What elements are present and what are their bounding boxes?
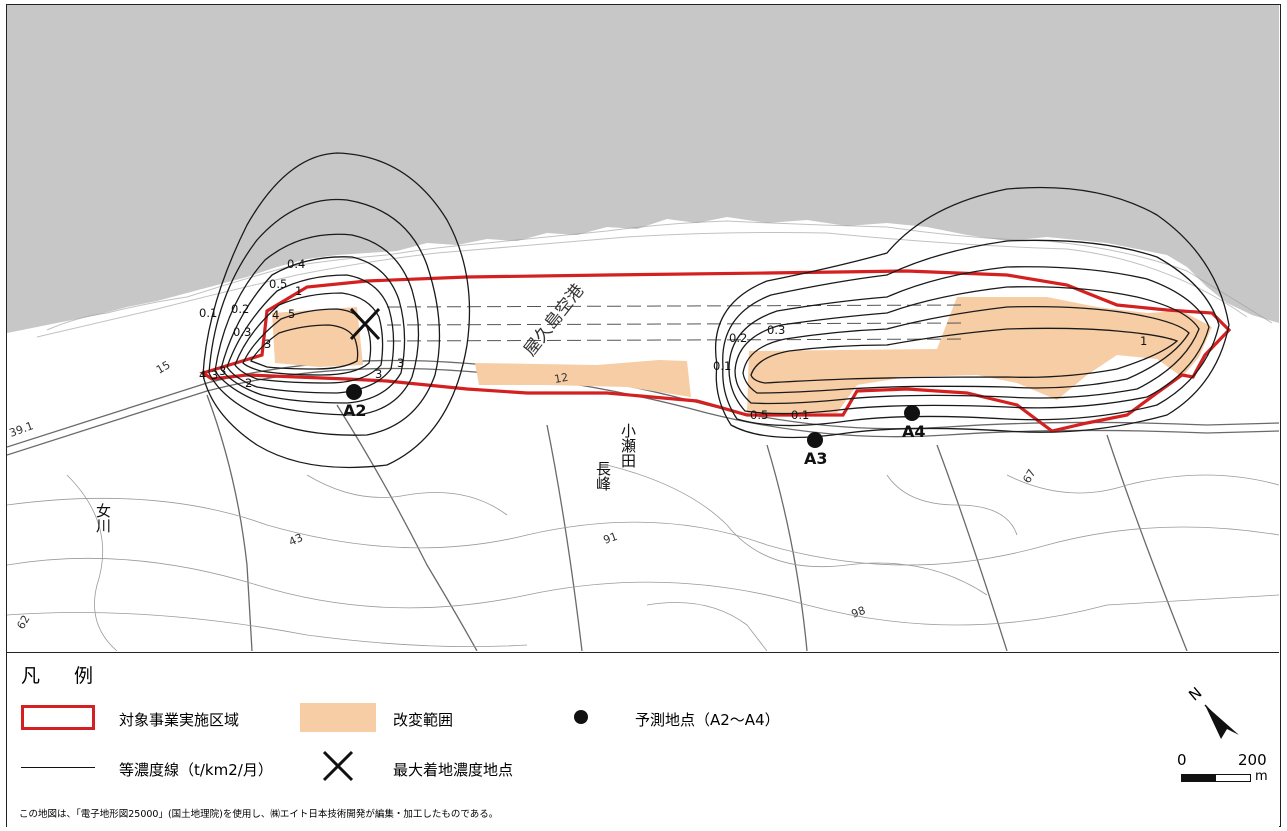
- legend-label-prediction-point: 予測地点（A2〜A4）: [635, 711, 780, 729]
- contour-label: 0.1: [713, 359, 731, 373]
- place-name-nagamine: 長峰: [594, 461, 612, 491]
- contour-line-swatch: [21, 767, 95, 768]
- contour-label: 3: [264, 337, 271, 351]
- concentration-contours-west: [202, 152, 471, 469]
- spot-height: 43: [287, 531, 305, 549]
- prediction-point-a4-marker: [904, 405, 920, 421]
- spot-heights: 39.1 15 43 91 62 67 98 12: [8, 358, 1039, 631]
- prediction-point-a3-label: A3: [804, 449, 828, 468]
- contour-label: 0.4: [287, 257, 305, 271]
- contour-label: 3: [211, 368, 218, 382]
- place-name-koseda: 小瀬田: [619, 423, 637, 468]
- concentration-contours-east: [715, 186, 1230, 439]
- spot-height: 62: [14, 613, 32, 632]
- scale-start-label: 0: [1177, 751, 1187, 769]
- prediction-point-a3-marker: [807, 432, 823, 448]
- prediction-point-a2-marker: [346, 384, 362, 400]
- contour-label: 4: [199, 368, 206, 382]
- spot-height: 15: [154, 358, 173, 376]
- contour-label: 3: [397, 356, 404, 370]
- alteration-area-swatch: [300, 703, 376, 732]
- sea-area: [7, 5, 1279, 333]
- legend-panel: 凡 例 対象事業実施区域 改変範囲 予測地点（A2〜A4） 等濃度線（t/km2…: [7, 652, 1279, 827]
- contour-label: 0.1: [791, 408, 809, 422]
- legend-label-alteration-area: 改変範囲: [393, 711, 454, 729]
- max-point-x-swatch: [322, 750, 354, 782]
- contour-label: 0.2: [231, 302, 249, 316]
- topo-contours: [7, 464, 1279, 651]
- coastal-surf: [36, 220, 1273, 338]
- contour-label: 2: [245, 376, 252, 390]
- spot-height: 12: [553, 371, 569, 386]
- legend-label-max-point: 最大着地濃度地点: [393, 761, 514, 779]
- map-source-note: この地図は、「電子地形図25000」(国土地理院)を使用し、㈱エイト日本技術開発…: [19, 809, 499, 820]
- alteration-area: [272, 297, 1212, 413]
- north-arrow-icon: N: [1185, 684, 1239, 739]
- contour-label: 0.3: [767, 323, 785, 337]
- contour-label: 0.5: [269, 277, 287, 291]
- max-concentration-x-marker: [349, 307, 381, 341]
- scale-unit-label: m: [1255, 769, 1268, 784]
- project-area: [199, 269, 1232, 433]
- legend-label-contour-line: 等濃度線（t/km2/月）: [119, 761, 273, 779]
- prediction-point-a2-label: A2: [343, 401, 367, 420]
- north-arrow-label: N: [1185, 684, 1205, 705]
- contour-label: 3: [219, 364, 226, 378]
- runway-lines: [386, 304, 968, 342]
- contour-label: 3: [375, 367, 382, 381]
- scale-bar: [1181, 774, 1251, 782]
- contour-label: 0.5: [750, 408, 768, 422]
- roads: [7, 359, 1279, 651]
- contour-label: 0.1: [199, 306, 217, 320]
- place-name-onnagawa: 女川: [94, 502, 112, 533]
- spot-height: 91: [602, 530, 620, 547]
- spot-height: 98: [850, 604, 868, 621]
- contour-label: 0.2: [729, 331, 747, 345]
- prediction-point-swatch: [574, 710, 588, 724]
- project-area-swatch: [21, 705, 95, 730]
- map-canvas: A2 A3 A4 屋久島空港 女川 小瀬田 長峰 39.1 15 43 91 6…: [7, 5, 1279, 651]
- contour-labels-east: 0.2 0.3 0.1 0.5 0.1 1: [713, 323, 1147, 422]
- spot-height: 67: [1020, 467, 1038, 486]
- scale-end-label: 200: [1238, 751, 1267, 769]
- contour-labels-west: 0.4 0.5 1 0.1 0.2 0.3 4 5 3 2 4 3 3 3 3: [199, 257, 404, 390]
- contour-label: 0.3: [233, 325, 251, 339]
- legend-title: 凡 例: [21, 665, 108, 687]
- map-frame: A2 A3 A4 屋久島空港 女川 小瀬田 長峰 39.1 15 43 91 6…: [6, 4, 1281, 827]
- prediction-point-a4-label: A4: [902, 422, 926, 441]
- contour-label: 4: [272, 308, 279, 322]
- contour-label: 1: [295, 284, 302, 298]
- contour-label: 1: [1140, 334, 1147, 348]
- legend-label-project-area: 対象事業実施区域: [119, 711, 240, 729]
- contour-label: 5: [288, 307, 295, 321]
